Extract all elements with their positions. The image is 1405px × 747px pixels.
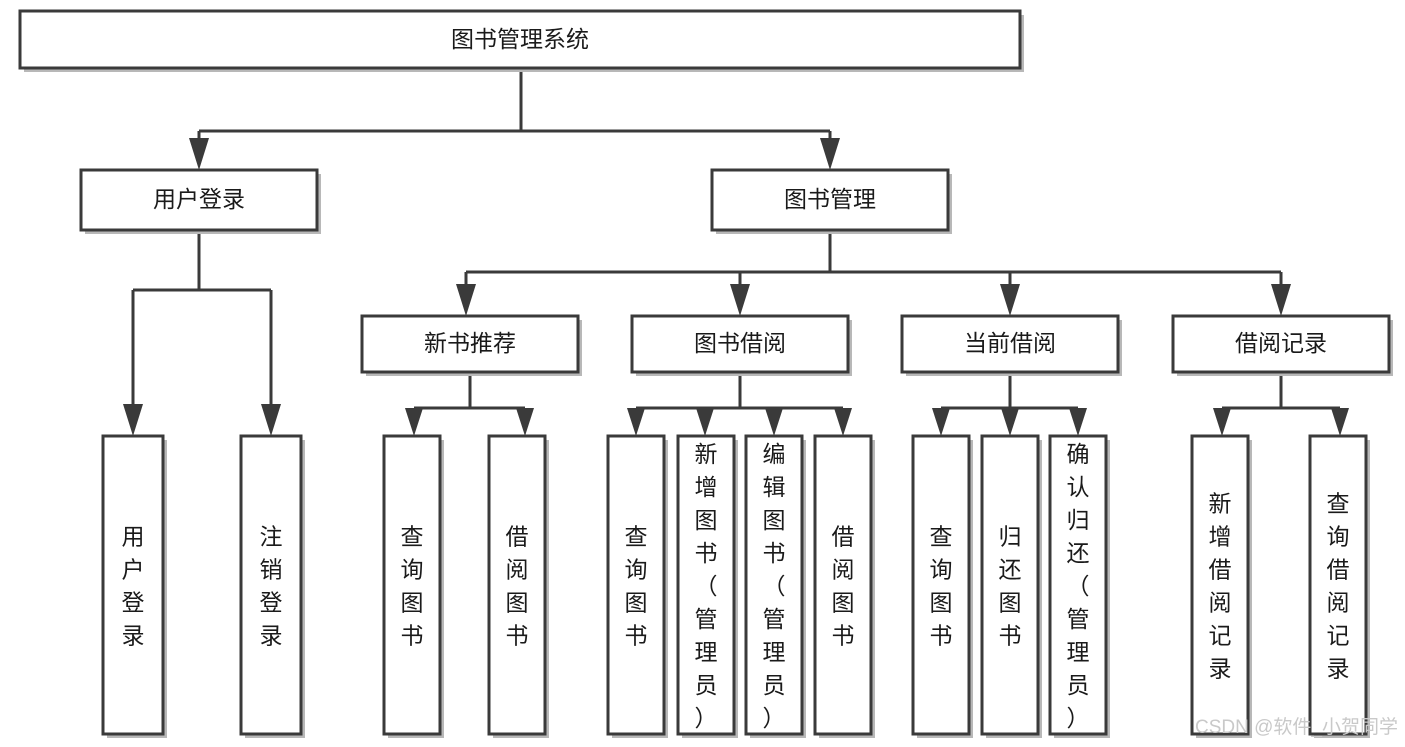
node-leaf-query-book-1[interactable]: 查询图书: [382, 434, 444, 738]
node-leaf-return-book-label: 归还图书: [999, 524, 1022, 649]
arrow-head-book-borrow: [730, 284, 750, 316]
node-leaf-borrow-book-1-label: 借阅图书: [506, 524, 529, 649]
node-current-borrow-label: 当前借阅: [964, 330, 1056, 356]
node-leaf-query-record[interactable]: 查询借阅记录: [1308, 434, 1370, 738]
node-leaf-borrow-book-2-label: 借阅图书: [832, 524, 855, 649]
node-leaf-query-book-2[interactable]: 查询图书: [606, 434, 668, 738]
arrow-head-book-manage: [820, 138, 840, 170]
arrow-head-bb-leaf-2: [696, 408, 714, 436]
node-leaf-query-book-2-label: 查询图书: [625, 524, 648, 649]
arrow-head-br-leaf-2: [1331, 408, 1349, 436]
node-leaf-logout-label: 注销登录: [260, 524, 283, 649]
node-new-book-rec[interactable]: 新书推荐: [360, 314, 582, 376]
node-root-label: 图书管理系统: [451, 26, 589, 52]
arrow-head-cb-leaf-3: [1069, 408, 1087, 436]
node-borrow-record-label: 借阅记录: [1235, 330, 1327, 356]
node-leaf-add-book-label: 新增图书（管理员）: [695, 441, 718, 731]
node-book-borrow[interactable]: 图书借阅: [630, 314, 852, 376]
arrow-head-cb-leaf-1: [932, 408, 950, 436]
node-leaf-user-login-label: 用户登录: [122, 524, 145, 649]
arrow-head-br-leaf-1: [1213, 408, 1231, 436]
node-root[interactable]: 图书管理系统: [18, 9, 1024, 72]
arrow-head-nbr-leaf-1: [405, 408, 423, 436]
node-leaf-borrow-book-1[interactable]: 借阅图书: [487, 434, 549, 738]
node-leaf-add-record-label: 新增借阅记录: [1209, 491, 1232, 682]
node-user-login-label: 用户登录: [153, 186, 245, 212]
arrow-head-current-borrow: [1000, 284, 1020, 316]
node-leaf-add-record[interactable]: 新增借阅记录: [1190, 434, 1252, 738]
node-leaf-user-login[interactable]: 用户登录: [101, 434, 167, 738]
arrow-head-borrow-record: [1271, 284, 1291, 316]
node-current-borrow[interactable]: 当前借阅: [900, 314, 1122, 376]
arrow-head-bb-leaf-4: [834, 408, 852, 436]
node-borrow-record[interactable]: 借阅记录: [1171, 314, 1393, 376]
node-leaf-edit-book-label: 编辑图书（管理员）: [763, 441, 786, 731]
node-leaf-query-book-3[interactable]: 查询图书: [911, 434, 973, 738]
node-leaf-borrow-book-2[interactable]: 借阅图书: [813, 434, 875, 738]
node-leaf-confirm-return[interactable]: 确认归还（管理员）: [1048, 434, 1110, 738]
node-book-manage-label: 图书管理: [784, 186, 876, 212]
node-leaf-return-book[interactable]: 归还图书: [980, 434, 1042, 738]
node-leaf-edit-book[interactable]: 编辑图书（管理员）: [744, 434, 806, 738]
node-leaf-query-book-3-label: 查询图书: [930, 524, 953, 649]
arrow-head-new-book-rec: [456, 284, 476, 316]
node-user-login[interactable]: 用户登录: [79, 168, 321, 234]
arrow-head-cb-leaf-2: [1001, 408, 1019, 436]
csdn-watermark: CSDN @软件_小贺同学: [1195, 716, 1398, 738]
node-leaf-confirm-return-label: 确认归还（管理员）: [1067, 441, 1090, 731]
node-new-book-rec-label: 新书推荐: [424, 330, 516, 356]
connector-layer: [123, 68, 1349, 436]
node-book-manage[interactable]: 图书管理: [710, 168, 952, 234]
node-book-borrow-label: 图书借阅: [694, 330, 786, 356]
arrow-head-user-login: [189, 138, 209, 170]
node-leaf-add-book[interactable]: 新增图书（管理员）: [676, 434, 738, 738]
node-leaf-query-book-1-label: 查询图书: [401, 524, 424, 649]
arrow-head-bb-leaf-1: [627, 408, 645, 436]
arrow-head-leaf-logout: [261, 404, 281, 436]
node-leaf-query-record-label: 查询借阅记录: [1327, 491, 1350, 682]
arrow-head-nbr-leaf-2: [516, 408, 534, 436]
arrow-head-bb-leaf-3: [765, 408, 783, 436]
node-leaf-logout[interactable]: 注销登录: [239, 434, 305, 738]
arrow-head-leaf-user-login: [123, 404, 143, 436]
